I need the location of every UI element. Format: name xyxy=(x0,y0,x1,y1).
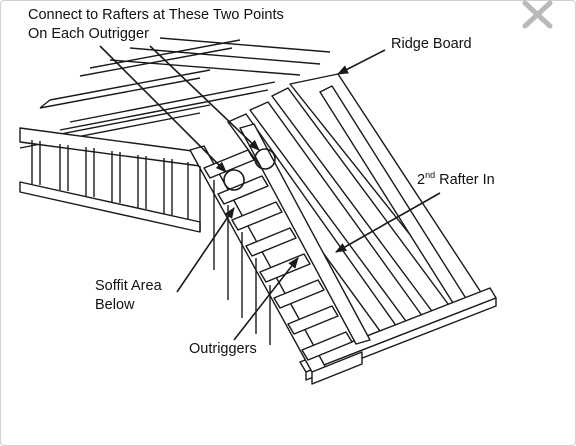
callout-connect-line2: On Each Outrigger xyxy=(28,26,149,42)
callout-soffit-line2: Below xyxy=(95,297,135,313)
leader-rafter xyxy=(335,192,441,253)
callout-rafter-prefix: 2 xyxy=(417,172,426,188)
callout-soffit-line1: Soffit Area xyxy=(95,278,162,294)
connection-point-1 xyxy=(223,169,245,191)
leader-connect-1 xyxy=(99,45,227,173)
leader-connect-2 xyxy=(149,45,260,151)
leader-ridge-board xyxy=(337,49,386,75)
close-button[interactable] xyxy=(516,0,560,32)
close-icon xyxy=(522,0,553,29)
wall-framing xyxy=(19,127,201,233)
callout-rafter-sup: nd xyxy=(425,170,436,181)
rafter-tails xyxy=(199,166,363,385)
connection-point-2 xyxy=(254,148,276,170)
callout-rafter-suffix: Rafter In xyxy=(435,172,495,188)
leader-soffit xyxy=(176,207,235,293)
callout-connect-line1: Connect to Rafters at These Two Points xyxy=(28,7,284,23)
callout-ridge-board: Ridge Board xyxy=(391,36,472,52)
callout-rafter: 2nd Rafter In xyxy=(417,171,495,190)
callout-outriggers: Outriggers xyxy=(189,341,257,357)
leader-outriggers xyxy=(233,257,299,341)
